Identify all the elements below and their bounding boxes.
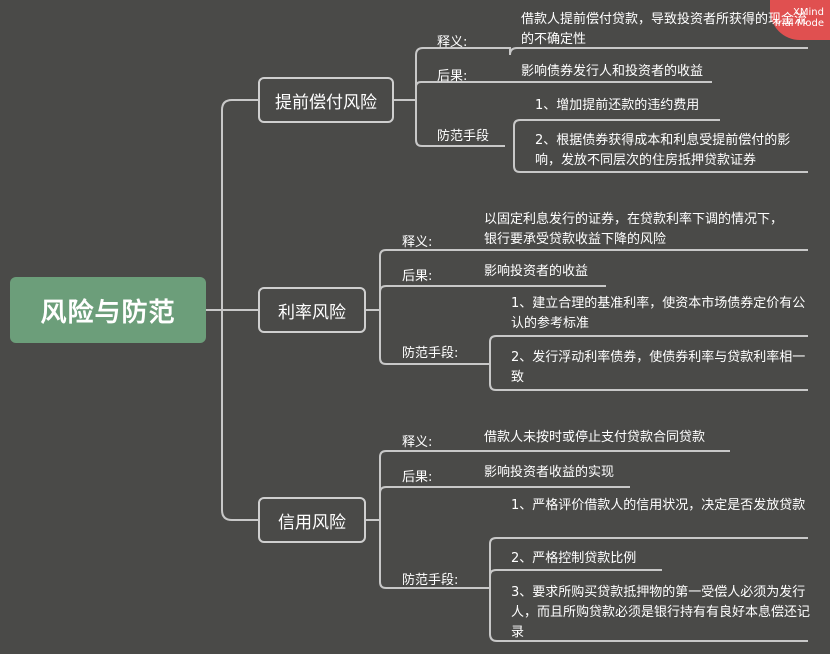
- root-topic[interactable]: 风险与防范: [10, 277, 206, 343]
- definition-text: 借款人提前偿付贷款，导致投资者所获得的现金流的不确定性: [521, 12, 808, 47]
- branch-prepayment-risk[interactable]: 提前偿付风险: [258, 77, 394, 123]
- definition-text: 以固定利息发行的证券，在贷款利率下调的情况下，银行要承受贷款收益下降的风险: [484, 212, 784, 247]
- consequence-label: 后果:: [437, 69, 468, 84]
- measure-item: 2、根据债券获得成本和利息受提前偿付的影响，发放不同层次的住房抵押贷款证券: [535, 133, 791, 168]
- consequence-text: 影响投资者的收益: [484, 264, 589, 279]
- measure-item: 2、发行浮动利率债券，使债券利率与贷款利率相一致: [511, 350, 806, 385]
- branch-credit-risk[interactable]: 信用风险: [258, 497, 366, 543]
- branch-interest-rate-risk[interactable]: 利率风险: [258, 287, 366, 333]
- consequence-text: 影响债券发行人和投资者的收益: [521, 64, 704, 79]
- consequence-text: 影响投资者收益的实现: [484, 465, 615, 480]
- badge-line-1: XMind: [793, 7, 824, 18]
- measure-item: 1、建立合理的基准利率，使资本市场债券定价有公认的参考标准: [511, 296, 806, 331]
- measure-item: 1、增加提前还款的违约费用: [535, 98, 700, 113]
- definition-label: 释义:: [402, 435, 433, 450]
- definition-label: 释义:: [402, 235, 433, 250]
- measures-label: 防范手段: [437, 129, 490, 144]
- measure-item: 1、严格评价借款人的信用状况，决定是否发放贷款: [511, 498, 806, 513]
- definition-text: 借款人未按时或停止支付贷款合同贷款: [484, 430, 706, 445]
- badge-line-2: Trial Mode: [773, 18, 824, 29]
- consequence-label: 后果:: [402, 470, 433, 485]
- measure-item: 2、严格控制贷款比例: [511, 551, 637, 566]
- consequence-label: 后果:: [402, 269, 433, 284]
- measures-label: 防范手段:: [402, 346, 459, 361]
- definition-label: 释义:: [437, 35, 468, 50]
- trial-mode-badge: XMind Trial Mode: [770, 0, 830, 40]
- measure-item: 3、要求所购买贷款抵押物的第一受偿人必须为发行人，而且所购贷款必须是银行持有有良…: [511, 585, 811, 640]
- measures-label: 防范手段:: [402, 573, 459, 588]
